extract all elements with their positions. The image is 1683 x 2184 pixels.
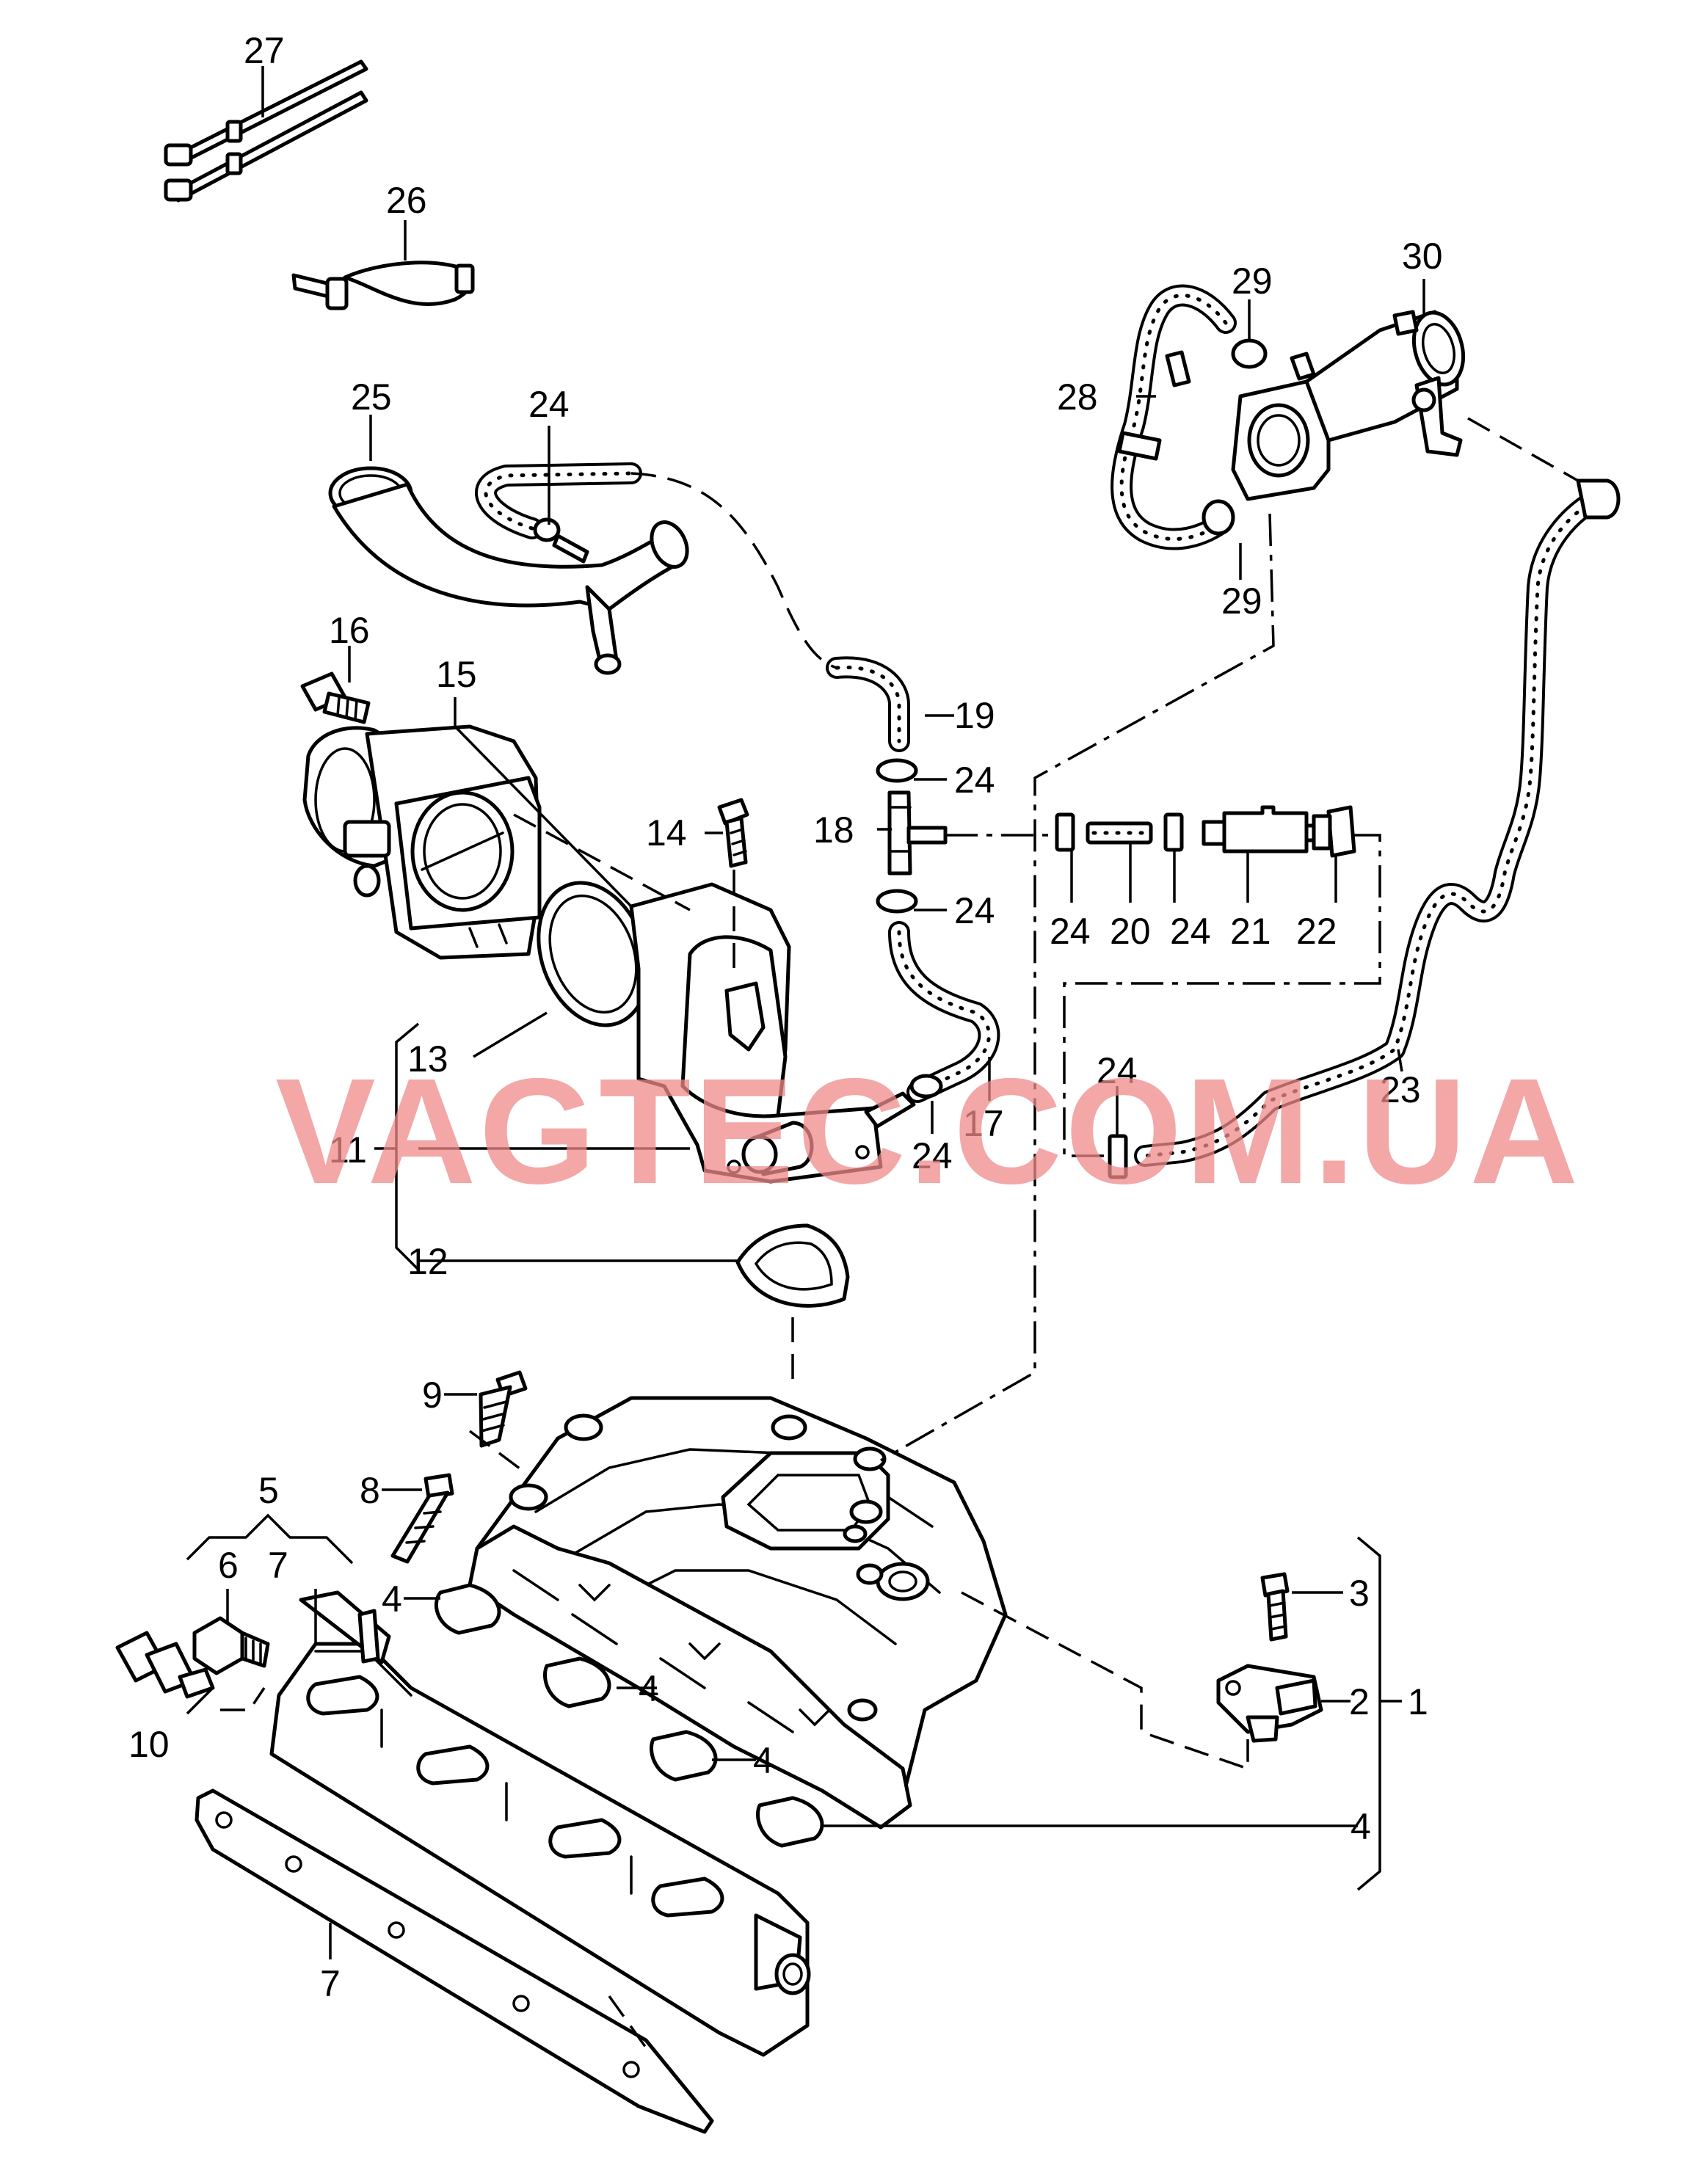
part-24-clamp-a bbox=[876, 758, 918, 783]
part-7-gasket-strip bbox=[195, 1788, 714, 2134]
part-26-hose-clamp bbox=[291, 261, 475, 310]
part-7-fuel-rail bbox=[269, 1590, 811, 2057]
callout-2: 2 bbox=[1349, 1681, 1370, 1722]
watermark: VAGTEC.COM.UA bbox=[275, 1047, 1581, 1215]
part-27-cable-ties bbox=[164, 59, 368, 203]
callout-24-upper: 24 bbox=[528, 384, 570, 425]
callout-23: 23 bbox=[1380, 1069, 1421, 1110]
part-2-pressure-sensor bbox=[1216, 1664, 1323, 1743]
part-21-valve bbox=[1202, 805, 1331, 853]
callout-7-upper: 7 bbox=[268, 1545, 288, 1586]
callout-labels: 27 26 25 24 16 15 14 13 11 12 19 24 18 2… bbox=[128, 30, 1443, 2004]
leader-lines bbox=[186, 66, 1425, 1959]
callout-10: 10 bbox=[128, 1724, 170, 1765]
part-24-clamp-e bbox=[1163, 812, 1184, 852]
part-4-gaskets bbox=[434, 1583, 824, 1848]
part-28-hose bbox=[1111, 284, 1237, 550]
callout-7-lower: 7 bbox=[320, 1963, 341, 2004]
part-24-breather-hose-upper bbox=[475, 462, 642, 564]
part-9-bolt bbox=[479, 1370, 528, 1448]
part-24-clamp-b bbox=[876, 889, 918, 914]
part-23-long-hose bbox=[1134, 478, 1621, 1167]
callout-14: 14 bbox=[646, 812, 687, 853]
part-20-hose bbox=[1086, 821, 1153, 845]
part-12-gasket bbox=[735, 1223, 850, 1308]
part-25-intake-duct bbox=[328, 466, 689, 675]
part-15-throttle-body bbox=[302, 724, 542, 960]
part-16-bolt bbox=[300, 671, 371, 724]
callout-11: 11 bbox=[329, 1129, 367, 1171]
callout-4-b: 4 bbox=[639, 1668, 659, 1709]
callout-15: 15 bbox=[436, 654, 477, 695]
part-13-o-ring bbox=[537, 881, 650, 1027]
callout-24-c: 24 bbox=[954, 890, 995, 931]
callout-24-g: 24 bbox=[1097, 1050, 1138, 1091]
part-19-hose bbox=[826, 656, 910, 752]
callout-25: 25 bbox=[351, 376, 392, 418]
intake-manifold bbox=[468, 1396, 1008, 1830]
callout-20: 20 bbox=[1110, 911, 1151, 952]
callout-1: 1 bbox=[1408, 1681, 1428, 1722]
callout-4-c: 4 bbox=[753, 1740, 774, 1781]
part-18-t-connector bbox=[887, 790, 948, 876]
callout-19: 19 bbox=[954, 695, 995, 736]
part-8-bolt bbox=[390, 1473, 454, 1564]
callout-17: 17 bbox=[963, 1103, 1004, 1144]
callout-4-d: 4 bbox=[1351, 1806, 1371, 1847]
callout-18: 18 bbox=[813, 809, 854, 851]
callout-24-f: 24 bbox=[1170, 911, 1211, 952]
callout-24-d: 24 bbox=[912, 1135, 953, 1176]
callout-28: 28 bbox=[1057, 376, 1098, 418]
part-6-temperature-sensor bbox=[192, 1616, 270, 1675]
part-14-bolt bbox=[717, 798, 749, 868]
callout-9: 9 bbox=[422, 1375, 443, 1416]
callout-8: 8 bbox=[360, 1470, 380, 1511]
callout-24-b: 24 bbox=[954, 760, 995, 801]
part-11-intake-elbow bbox=[629, 882, 916, 1184]
callout-12: 12 bbox=[407, 1241, 448, 1282]
part-30-pcv-housing bbox=[1231, 310, 1466, 501]
part-10-sensor bbox=[115, 1631, 215, 1699]
callout-29-upper: 29 bbox=[1232, 261, 1273, 302]
callout-27: 27 bbox=[244, 30, 285, 71]
callout-5: 5 bbox=[258, 1470, 279, 1511]
connection-lines bbox=[220, 417, 1579, 2049]
part-24-clamp-d bbox=[1055, 812, 1075, 852]
callout-24-e: 24 bbox=[1050, 911, 1091, 952]
callout-21: 21 bbox=[1230, 911, 1271, 952]
callout-6: 6 bbox=[218, 1545, 239, 1586]
callout-3: 3 bbox=[1349, 1573, 1370, 1614]
callout-29-lower: 29 bbox=[1221, 580, 1262, 622]
part-3-bolt bbox=[1260, 1572, 1290, 1642]
part-29-clamp-lower bbox=[1202, 499, 1235, 536]
callout-26: 26 bbox=[386, 180, 427, 221]
callout-22: 22 bbox=[1296, 911, 1337, 952]
part-17-hose bbox=[888, 921, 1000, 1103]
part-24-clamp-c bbox=[909, 1074, 943, 1099]
callout-16: 16 bbox=[329, 610, 370, 651]
part-22-connector bbox=[1312, 805, 1356, 858]
callout-13: 13 bbox=[407, 1038, 448, 1080]
callout-4-a: 4 bbox=[382, 1579, 402, 1620]
part-29-clamp-upper bbox=[1231, 338, 1268, 369]
callout-30: 30 bbox=[1402, 236, 1443, 277]
